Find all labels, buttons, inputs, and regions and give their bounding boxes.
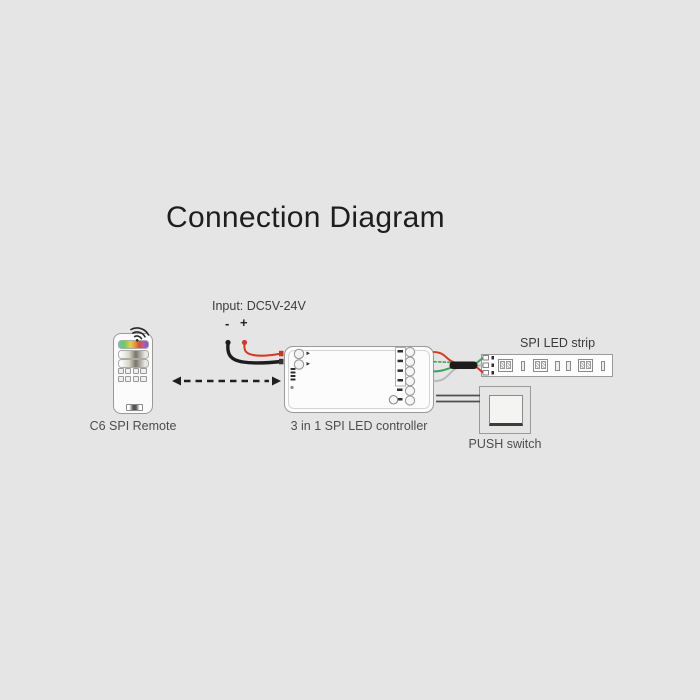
arrowhead-left	[172, 376, 181, 386]
dc-plus-terminal-nub	[279, 350, 284, 357]
rf-link-arrow	[172, 376, 281, 386]
dc-minus-wire	[226, 342, 283, 365]
remote-label: C6 SPI Remote	[89, 419, 177, 433]
dc-minus-wire-tip	[225, 339, 231, 346]
remote-dim-button-2	[118, 359, 149, 368]
cable-sleeve	[449, 361, 478, 369]
remote-key	[125, 375, 132, 382]
controller-inner-outline	[288, 350, 430, 409]
led-strip-label: SPI LED strip	[520, 336, 596, 350]
push-switch	[479, 386, 531, 434]
led-chip	[578, 358, 593, 372]
dc-minus-terminal-nub	[279, 358, 284, 365]
minus-terminal-label: -	[225, 316, 230, 331]
led-chip-pad	[500, 361, 505, 370]
led-chip	[533, 358, 548, 372]
power-wire-red	[433, 351, 485, 374]
remote-key	[125, 368, 132, 375]
plus-terminal-label: +	[240, 315, 248, 330]
strip-resistor	[566, 361, 571, 371]
push-switch-wires	[436, 394, 480, 403]
remote-button-grid	[117, 368, 149, 382]
dc-plus-wire-tip	[241, 339, 248, 346]
led-chip-pad	[535, 361, 540, 370]
remote-key	[132, 368, 139, 375]
push-switch-label: PUSH switch	[468, 437, 542, 451]
remote-key	[140, 368, 147, 375]
remote-key	[140, 375, 147, 382]
remote-device	[113, 333, 153, 414]
strip-resistor	[520, 361, 525, 371]
remote-key	[132, 375, 139, 382]
remote-color-button	[118, 340, 149, 349]
led-chip-pad	[541, 361, 546, 370]
controller-device	[284, 346, 434, 413]
led-chip-pad	[586, 361, 591, 370]
strip-resistor	[555, 361, 560, 371]
data-clock-wire-dotted	[433, 360, 452, 364]
remote-key	[117, 375, 124, 382]
led-chip-pad	[580, 361, 585, 370]
push-switch-button	[489, 395, 523, 426]
data-wire-green	[433, 356, 485, 373]
strip-resistor	[600, 361, 605, 371]
dc-input-wires	[225, 339, 284, 365]
dc-plus-wire	[243, 343, 282, 357]
led-chip-pad	[506, 361, 511, 370]
remote-key	[117, 368, 124, 375]
page-title: Connection Diagram	[166, 201, 445, 234]
arrowhead-right	[272, 376, 281, 386]
remote-brand-mark	[126, 404, 143, 411]
remote-dim-button-1	[118, 350, 149, 359]
gnd-wire-gray	[433, 364, 485, 383]
power-input-label: Input: DC5V-24V	[212, 299, 306, 313]
led-strip	[481, 354, 613, 377]
led-chip	[498, 358, 513, 372]
controller-label: 3 in 1 SPI LED controller	[290, 419, 428, 433]
